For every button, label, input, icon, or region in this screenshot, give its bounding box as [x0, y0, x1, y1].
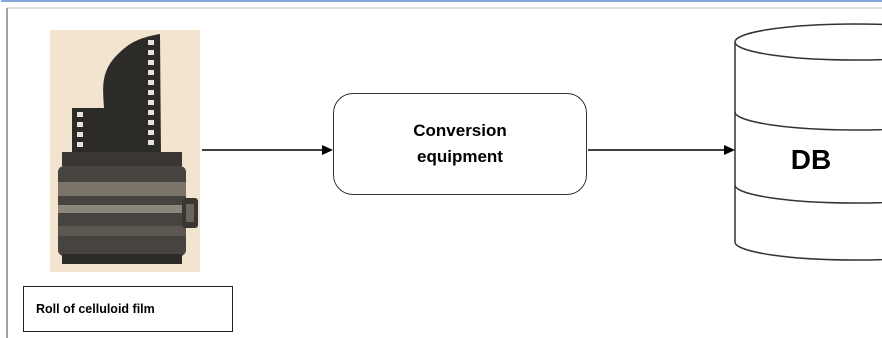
arrow-conversion-to-db	[588, 145, 735, 155]
arrow-film-to-conversion	[202, 145, 333, 155]
film-roll-icon	[50, 30, 200, 272]
database-label: DB	[790, 144, 832, 175]
conversion-equipment-box: Conversion equipment	[333, 93, 587, 195]
film-caption: Roll of celluloid film	[23, 286, 233, 332]
database-cylinder-icon	[734, 23, 882, 261]
